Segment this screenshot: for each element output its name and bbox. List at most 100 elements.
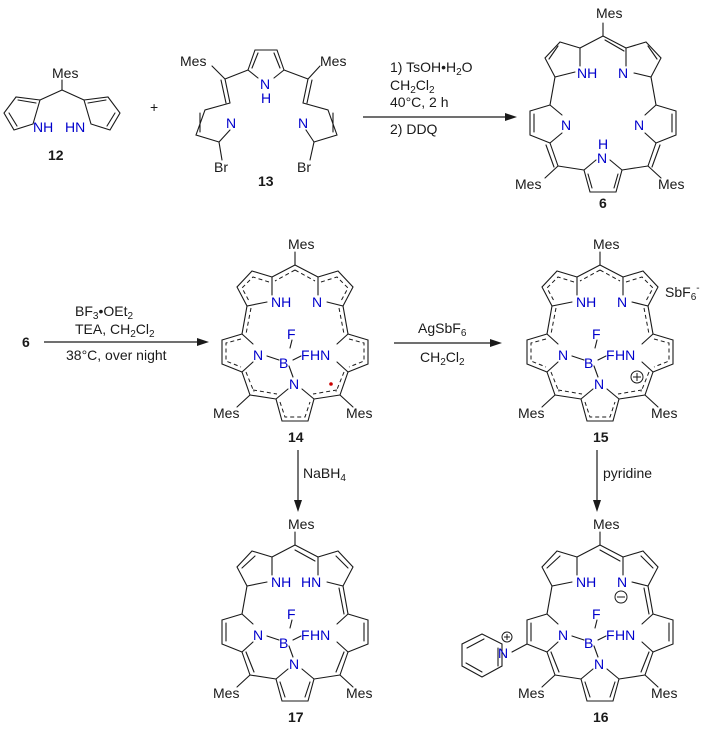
condition-text: pyridine [603,465,652,481]
atom-f: F [606,347,615,363]
atom-b: B [584,635,593,651]
atom-b: B [584,355,593,371]
mes-label: Mes [593,516,619,532]
atom-n: N [498,645,508,661]
mes-label: Mes [651,405,677,421]
condition-text: NaBH4 [303,465,346,484]
atom-h: H [261,90,271,106]
mes-label: Mes [346,405,372,421]
atom-b: B [279,635,288,651]
compound-15: Mes NH N N B F F HN N SbF6- Mes Mes 15 [518,236,700,445]
mes-label: Mes [596,5,622,21]
compound-label-14: 14 [288,429,304,445]
atom-n: N [617,574,627,590]
compound-label-13: 13 [258,173,274,189]
compound-label-12: 12 [48,147,64,163]
condition-text: CH2Cl2 [420,349,465,368]
atom-n: N [634,117,644,133]
reaction-arrow-step1: 1) TsOH•H2O CH2Cl2 40°C, 2 h 2) DDQ [363,59,517,137]
atom-f: F [287,326,296,342]
radical-dot-icon [329,382,333,386]
reaction-arrow-step3: AgSbF6 CH2Cl2 [394,320,502,368]
compound-label-15: 15 [593,429,609,445]
atom-f: F [592,606,601,622]
atom-hn: HN [65,119,85,135]
mes-label: Mes [346,685,372,701]
mes-label: Mes [288,516,314,532]
atom-n: N [289,376,299,392]
atom-n: N [617,294,627,310]
mes-label: Mes [651,685,677,701]
atom-n: N [260,76,270,92]
reaction-arrow-step5: pyridine [593,450,652,512]
atom-n: N [597,150,607,166]
compound-12: Mes NH HN 12 [3,65,121,163]
atom-nh: NH [577,65,597,81]
mes-label: Mes [518,685,544,701]
arrowhead-icon [490,339,502,347]
condition-text: AgSbF6 [418,320,467,339]
compound-label-17: 17 [288,709,304,725]
reaction-arrow-step2: 6 BF3•OEt2 TEA, CH2Cl2 38°C, over night [22,303,209,363]
condition-text: 1) TsOH•H2O [390,59,473,78]
counterion-label: SbF6- [665,283,700,303]
mes-label: Mes [320,53,346,69]
arrowhead-icon [197,338,209,346]
condition-text: BF3•OEt2 [75,303,133,322]
arrowhead-icon [294,500,302,512]
compound-13: N H Mes N Br Mes N Br 13 [180,49,346,189]
atom-n: N [253,347,263,363]
compound-label-6: 6 [599,195,607,211]
atom-nh: NH [576,294,596,310]
mes-label: Mes [180,53,206,69]
atom-br: Br [297,159,311,175]
atom-nh: NH [271,294,291,310]
atom-n: N [312,294,322,310]
positive-charge-icon [501,631,513,643]
atom-n: N [558,627,568,643]
condition-text: CH2Cl2 [390,77,435,96]
condition-text: TEA, CH2Cl2 [75,321,155,340]
atom-hn: HN [615,347,635,363]
atom-nh: NH [576,574,596,590]
arrowhead-icon [505,113,517,121]
compound-label-6: 6 [22,334,30,350]
condition-text: 38°C, over night [66,347,167,363]
atom-n: N [289,656,299,672]
atom-f: F [592,326,601,342]
atom-nh: NH [271,574,291,590]
mes-label: Mes [658,176,684,192]
reaction-arrow-step4: NaBH4 [294,450,346,512]
mes-label: Mes [52,65,78,81]
mes-label: Mes [288,236,314,252]
negative-charge-icon [614,590,628,604]
compound-17: Mes NH [213,516,372,725]
atom-n: N [558,347,568,363]
atom-nh: NH [33,119,53,135]
atom-h: H [598,136,608,152]
compound-label-16: 16 [593,709,609,725]
atom-n: N [298,115,308,131]
condition-text: 2) DDQ [390,121,438,137]
compound-14: Mes NH N N B F F HN N Mes Mes 14 [213,236,372,445]
atom-f: F [287,606,296,622]
atom-hn: HN [301,574,321,590]
plus-sign: + [150,99,158,115]
compound-6: Mes NH N N N Mes [515,5,684,211]
condition-text: 40°C, 2 h [390,94,449,110]
arrowhead-icon [593,500,601,512]
mes-label: Mes [213,685,239,701]
atom-b: B [279,355,288,371]
atom-n: N [561,117,571,133]
atom-n: N [594,376,604,392]
atom-hn: HN [615,627,635,643]
compound-16: Mes [461,516,677,725]
atom-f: F [301,627,310,643]
atom-f: F [606,627,615,643]
atom-br: Br [214,159,228,175]
mes-label: Mes [593,236,619,252]
atom-hn: HN [310,627,330,643]
atom-f: F [301,347,310,363]
atom-n: N [594,656,604,672]
